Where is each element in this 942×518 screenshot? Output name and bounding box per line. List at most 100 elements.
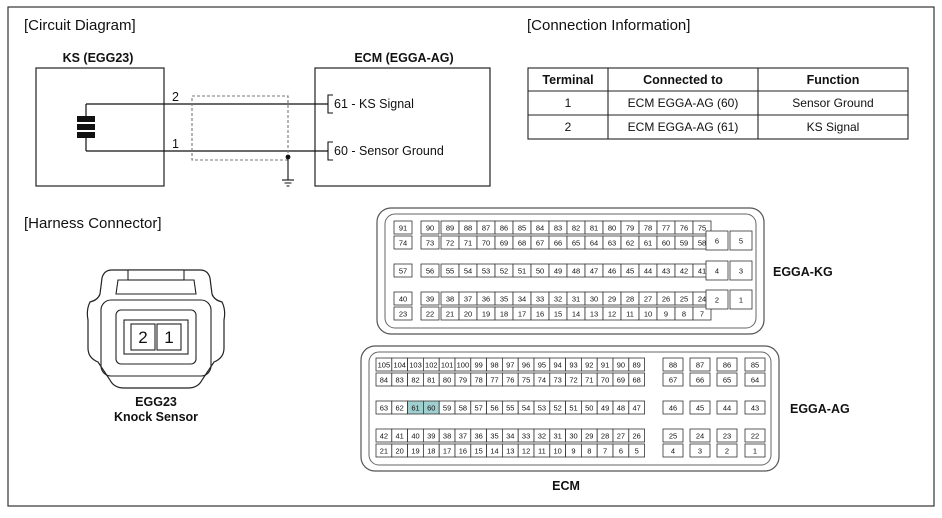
pin-label: 35 (490, 431, 498, 440)
pin-label: 99 (475, 360, 483, 369)
pin-label: 100 (457, 360, 470, 369)
pin-label: 79 (626, 223, 634, 232)
pin-cell (744, 428, 766, 443)
pin-cell (692, 306, 712, 321)
pin-label: 8 (587, 446, 591, 455)
connection-info-title: [Connection Information] (527, 17, 690, 34)
pin-label: 38 (443, 431, 451, 440)
pin-label: 67 (669, 375, 677, 384)
pin-label: 76 (506, 375, 514, 384)
pin-label: 78 (475, 375, 483, 384)
pin-label: 43 (662, 266, 670, 275)
pin-label: 6 (715, 236, 719, 245)
pin-label: 92 (585, 360, 593, 369)
pin-label: 20 (396, 446, 404, 455)
pin-label: 40 (411, 431, 419, 440)
pin-label: 42 (680, 266, 688, 275)
pin-label: 56 (490, 403, 498, 412)
pin-cell (393, 235, 413, 250)
pin-label: 44 (644, 266, 652, 275)
pin-label: 30 (590, 294, 598, 303)
pin-label: 87 (696, 360, 704, 369)
pin-label: 6 (619, 446, 623, 455)
pin-label: 3 (698, 446, 702, 455)
pin-cell (628, 357, 645, 372)
pin-label: 83 (396, 375, 404, 384)
pin-cell (689, 357, 711, 372)
pin-cell (716, 443, 738, 458)
pin-label: 97 (506, 360, 514, 369)
pin-label: 48 (572, 266, 580, 275)
pin-label: 3 (739, 266, 743, 275)
pin-label: 35 (500, 294, 508, 303)
table-cell: KS Signal (807, 120, 860, 134)
pin-label: 85 (518, 223, 526, 232)
egg23-pin-1: 1 (164, 328, 173, 347)
pin-label: 51 (518, 266, 526, 275)
table-header-connected-to: Connected to (643, 73, 723, 87)
pin-label: 2 (725, 446, 729, 455)
pin-label: 15 (475, 446, 483, 455)
pin-label: 56 (426, 266, 434, 275)
egga-kg-label: EGGA-KG (773, 265, 833, 279)
pin-label: 45 (626, 266, 634, 275)
pin-label: 49 (554, 266, 562, 275)
pin-label: 26 (662, 294, 670, 303)
pin-label: 74 (399, 238, 407, 247)
pin-label: 14 (572, 309, 580, 318)
wire-pin-1-label: 1 (172, 137, 179, 151)
pin-label: 34 (506, 431, 514, 440)
pin-label: 88 (464, 223, 472, 232)
pin-label: 70 (601, 375, 609, 384)
pin-label: 36 (475, 431, 483, 440)
pin-cell (662, 443, 684, 458)
ks-sensor-box (35, 67, 165, 187)
ecm-connector-title: ECM (EGGA-AG) (354, 51, 453, 65)
connection-table: Terminal Connected to Function 1 ECM EGG… (527, 67, 909, 140)
pin-cell (393, 291, 413, 306)
pin-label: 47 (633, 403, 641, 412)
pin-label: 105 (378, 360, 391, 369)
pin-label: 10 (644, 309, 652, 318)
pin-label: 39 (427, 431, 435, 440)
pin-label: 77 (662, 223, 670, 232)
pin-label: 63 (380, 403, 388, 412)
pin-label: 52 (500, 266, 508, 275)
circuit-diagram-title: [Circuit Diagram] (24, 17, 136, 34)
pin-cell (662, 400, 684, 415)
pin-label: 84 (380, 375, 388, 384)
pin-label: 21 (380, 446, 388, 455)
pin-label: 90 (617, 360, 625, 369)
pin-label: 83 (554, 223, 562, 232)
pin-label: 54 (522, 403, 530, 412)
pin-label: 27 (617, 431, 625, 440)
pin-label: 84 (536, 223, 544, 232)
pin-label: 4 (671, 446, 675, 455)
pin-label: 78 (644, 223, 652, 232)
pin-cell (689, 372, 711, 387)
pin-label: 1 (739, 295, 743, 304)
pin-cell (420, 263, 440, 278)
pin-label: 29 (585, 431, 593, 440)
pin-label: 16 (536, 309, 544, 318)
pin-label: 25 (669, 431, 677, 440)
pin-label: 36 (482, 294, 490, 303)
pin-label: 61 (411, 403, 419, 412)
pin-label: 72 (569, 375, 577, 384)
pin-label: 79 (459, 375, 467, 384)
knock-sensor-symbol-icon (77, 104, 95, 151)
pin-label: 23 (399, 309, 407, 318)
pin-label: 47 (590, 266, 598, 275)
pin-label: 51 (569, 403, 577, 412)
pin-label: 28 (601, 431, 609, 440)
pin-label: 43 (751, 403, 759, 412)
egga-ag-label: EGGA-AG (790, 402, 850, 416)
pin-label: 64 (751, 375, 759, 384)
table-header-terminal: Terminal (542, 73, 593, 87)
table-cell: ECM EGGA-AG (61) (628, 120, 739, 134)
ecm-box (314, 67, 491, 187)
pin-cell (705, 230, 729, 251)
pin-label: 81 (427, 375, 435, 384)
pin-label: 15 (554, 309, 562, 318)
